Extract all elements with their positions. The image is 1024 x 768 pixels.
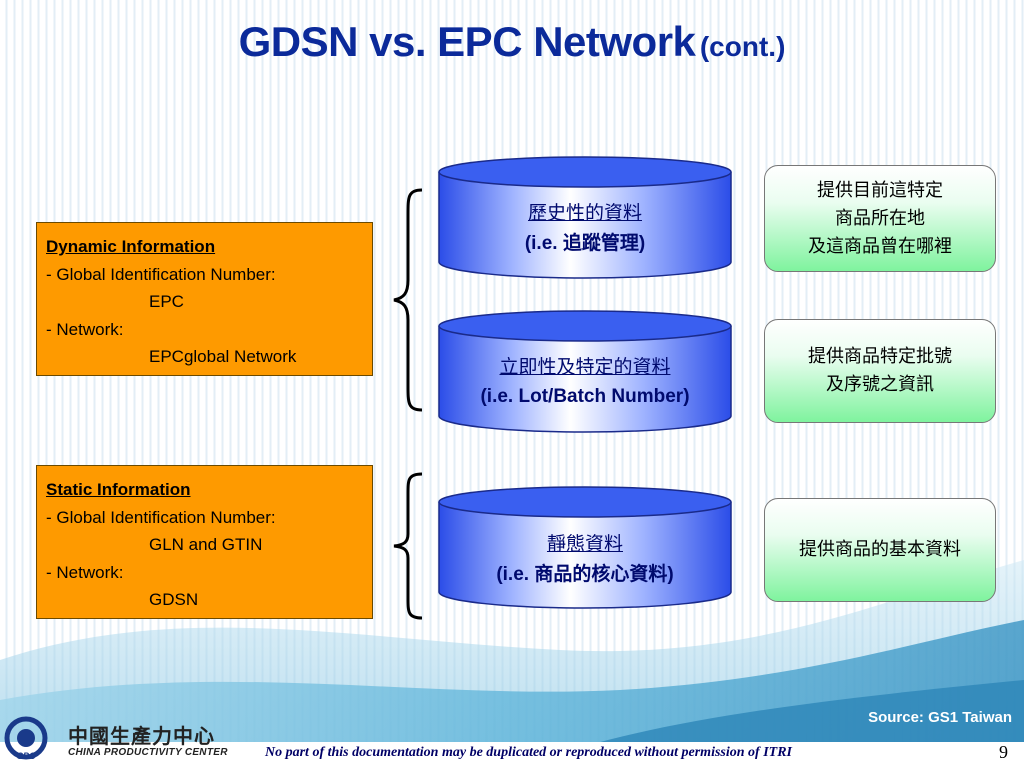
footer-bar: No part of this documentation may be dup…	[0, 742, 1024, 768]
dynamic-id-value: EPC	[149, 292, 184, 311]
cylinder-lot-ie-text: Lot/Batch Number	[518, 386, 684, 407]
cylinder-static-ie-text: 商品的核心資料	[534, 563, 668, 585]
brace-static-icon	[393, 472, 423, 620]
cylinder-lot-title: 立即性及特定的資料	[499, 356, 671, 378]
source-credit: Source: GS1 Taiwan	[868, 709, 1012, 726]
static-id-value: GLN and GTIN	[149, 535, 263, 554]
static-info-box: Static Information - Global Identificati…	[36, 465, 373, 619]
cylinder-static-label: 靜態資料 (i.e. 商品的核心資料)	[438, 529, 732, 590]
dynamic-network-label: - Network:	[46, 319, 124, 339]
cylinder-history-ie-prefix: (i.e.	[524, 233, 563, 254]
cylinder-static-ie-suffix: )	[667, 564, 674, 585]
green-box-lot: 提供商品特定批號 及序號之資訊	[764, 319, 996, 423]
green-box-location-line: 商品所在地	[835, 207, 925, 229]
static-network-value: GDSN	[149, 590, 199, 609]
cylinder-static-shape	[438, 486, 732, 609]
cylinder-lot-shape	[438, 310, 732, 433]
cpc-logo-mark: CPC	[16, 751, 36, 761]
cylinder-history-ie-text: 追蹤管理	[562, 232, 639, 254]
cpc-logo: CPC 中國生產力中心 CHINA PRODUCTIVITY CENTER	[4, 714, 234, 764]
dynamic-network-value: EPCglobal Network	[149, 347, 297, 366]
copyright-notice: No part of this documentation may be dup…	[265, 745, 792, 760]
dynamic-info-box: Dynamic Information - Global Identificat…	[36, 222, 373, 376]
green-box-location-line: 提供目前這特定	[817, 179, 943, 201]
dynamic-id-label: - Global Identification Number:	[46, 264, 276, 284]
cylinder-static-ie-prefix: (i.e.	[496, 564, 535, 585]
dynamic-info-header: Dynamic Information	[46, 237, 216, 256]
cpc-logo-english: CHINA PRODUCTIVITY CENTER	[68, 747, 228, 758]
cylinder-lot-ie-prefix: (i.e.	[480, 386, 519, 407]
brace-dynamic-icon	[393, 188, 423, 412]
title-main: GDSN vs. EPC Network	[238, 18, 696, 65]
cpc-logo-chinese: 中國生產力中心	[68, 724, 215, 748]
green-box-lot-line: 及序號之資訊	[826, 374, 934, 395]
green-box-lot-line: 提供商品特定批號	[808, 346, 952, 367]
green-box-basic-line: 提供商品的基本資料	[799, 539, 961, 560]
static-id-label: - Global Identification Number:	[46, 507, 276, 527]
green-box-location-line: 及這商品曾在哪裡	[808, 235, 952, 257]
green-box-basic: 提供商品的基本資料	[764, 498, 996, 602]
cylinder-lot-label: 立即性及特定的資料 (i.e. Lot/Batch Number)	[438, 352, 732, 412]
cylinder-history-label: 歷史性的資料 (i.e. 追蹤管理)	[438, 198, 732, 259]
static-network-label: - Network:	[46, 562, 124, 582]
green-box-location: 提供目前這特定 商品所在地 及這商品曾在哪裡	[764, 165, 996, 272]
cpc-logo-icon: CPC	[4, 716, 48, 761]
page-number: 9	[999, 742, 1008, 762]
cylinder-static-title: 靜態資料	[546, 533, 623, 555]
cylinder-lot-ie-suffix: )	[683, 386, 690, 407]
slide-title: GDSN vs. EPC Network (cont.)	[0, 18, 1024, 66]
static-info-header: Static Information	[46, 480, 191, 499]
cylinder-history-ie-suffix: )	[638, 233, 646, 254]
cylinder-history-shape	[438, 156, 732, 279]
title-cont: (cont.)	[699, 31, 786, 62]
cylinder-history-title: 歷史性的資料	[527, 202, 642, 224]
